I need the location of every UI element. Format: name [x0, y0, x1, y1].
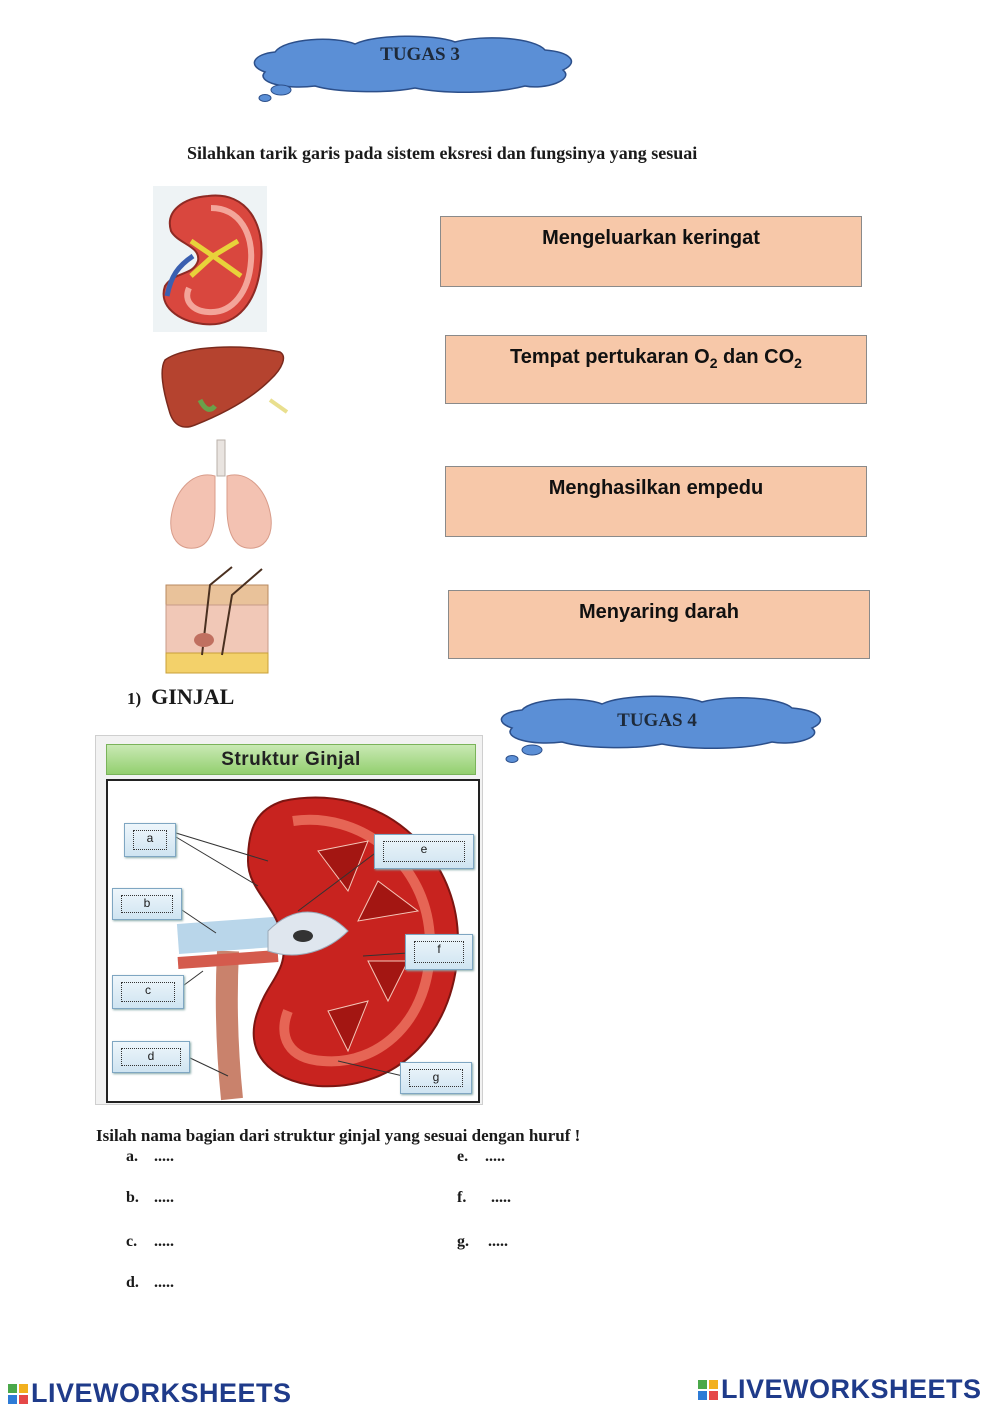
- footer-brand-right: LIVEWORKSHEETS: [721, 1374, 982, 1404]
- answer-key: b.: [126, 1189, 139, 1206]
- answer-blank-e[interactable]: .....: [485, 1148, 505, 1165]
- answer-row-e: e......: [457, 1148, 505, 1166]
- label-a-text: a: [133, 830, 167, 850]
- label-g-text: g: [409, 1069, 463, 1087]
- kidney-structure-illustration: [175, 796, 460, 1101]
- function-gas-text: Tempat pertukaran O: [510, 346, 710, 368]
- cloud-shape: [500, 695, 821, 763]
- instruction-text: Silahkan tarik garis pada sistem eksresi…: [187, 143, 698, 163]
- answer-key: c.: [126, 1233, 138, 1250]
- function-box-filter-blood[interactable]: Menyaring darah: [448, 590, 870, 659]
- diagram-label-e[interactable]: e: [374, 834, 474, 869]
- answer-blank-c[interactable]: .....: [154, 1233, 174, 1250]
- lungs-icon: [170, 439, 272, 549]
- footer-brand-left: LIVEWORKSHEETS: [31, 1378, 292, 1408]
- diagram-label-g[interactable]: g: [400, 1062, 472, 1094]
- diagram-label-b[interactable]: b: [112, 888, 182, 920]
- section-title: 1) GINJAL: [127, 684, 234, 710]
- tugas3-cloud: TUGAS 3: [245, 30, 585, 105]
- diagram-label-d[interactable]: d: [112, 1041, 190, 1073]
- answer-blank-d[interactable]: .....: [154, 1274, 174, 1291]
- function-gas-text-mid: dan CO: [717, 346, 795, 368]
- answer-key: d.: [126, 1274, 139, 1291]
- skin-icon: [165, 566, 269, 674]
- answer-row-b: b......: [126, 1189, 174, 1207]
- label-d-text: d: [121, 1048, 181, 1066]
- answer-row-f: f......: [457, 1189, 511, 1207]
- label-f-text: f: [414, 941, 464, 963]
- answer-row-g: g......: [457, 1233, 508, 1251]
- function-box-bile[interactable]: Menghasilkan empedu: [445, 466, 867, 537]
- diagram-title: Struktur Ginjal: [106, 744, 476, 775]
- kidney-image: [153, 186, 267, 332]
- liveworksheets-logo-icon: [698, 1380, 718, 1400]
- footer-logo-right[interactable]: LIVEWORKSHEETS: [698, 1374, 982, 1405]
- label-c-text: c: [121, 982, 175, 1002]
- cloud-shape: [253, 35, 573, 102]
- section-name: GINJAL: [151, 684, 235, 709]
- answer-key: f.: [457, 1189, 467, 1206]
- liveworksheets-logo-icon: [8, 1384, 28, 1404]
- liver-icon: [161, 346, 289, 428]
- function-box-sweat[interactable]: Mengeluarkan keringat: [440, 216, 862, 287]
- lungs-image: [165, 438, 277, 554]
- footer-logo-left[interactable]: LIVEWORKSHEETS: [8, 1378, 292, 1409]
- label-b-text: b: [121, 895, 173, 913]
- function-gas-sub1: 2: [709, 355, 718, 371]
- kidney-icon: [162, 194, 263, 326]
- answer-row-c: c......: [126, 1233, 174, 1251]
- section-number: 1): [127, 689, 142, 708]
- diagram-label-a[interactable]: a: [124, 823, 176, 857]
- label-e-text: e: [383, 841, 465, 862]
- answer-blank-g[interactable]: .....: [488, 1233, 508, 1250]
- answer-key: e.: [457, 1148, 469, 1165]
- function-box-gas-exchange[interactable]: Tempat pertukaran O2 dan CO2: [445, 335, 867, 404]
- answer-row-d: d......: [126, 1274, 174, 1292]
- liver-image: [155, 340, 290, 432]
- diagram-label-c[interactable]: c: [112, 975, 184, 1009]
- question-text: Isilah nama bagian dari struktur ginjal …: [96, 1126, 581, 1145]
- tugas4-cloud: TUGAS 4: [492, 692, 832, 767]
- answer-row-a: a......: [126, 1148, 174, 1166]
- skin-image: [162, 565, 272, 677]
- diagram-label-f[interactable]: f: [405, 934, 473, 970]
- answer-blank-b[interactable]: .....: [154, 1189, 174, 1206]
- tugas3-title: TUGAS 3: [380, 44, 460, 65]
- answer-key: a.: [126, 1148, 138, 1165]
- answer-blank-a[interactable]: .....: [154, 1148, 174, 1165]
- answer-blank-f[interactable]: .....: [491, 1189, 511, 1206]
- answer-key: g.: [457, 1233, 469, 1250]
- tugas4-title: TUGAS 4: [617, 710, 697, 731]
- function-gas-sub2: 2: [794, 355, 802, 371]
